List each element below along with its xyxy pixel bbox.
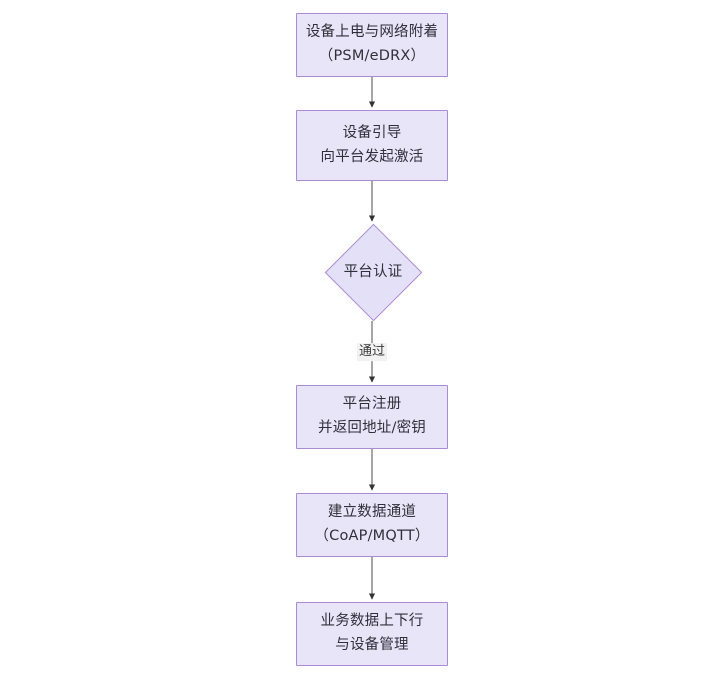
node-device-bootstrap[interactable]: 设备引导 向平台发起激活 <box>296 110 448 181</box>
node-label-line: 业务数据上下行 <box>320 613 424 630</box>
node-power-on[interactable]: 设备上电与网络附着 （PSM/eDRX） <box>296 13 448 77</box>
node-label-line: 平台认证 <box>343 263 403 280</box>
node-platform-auth[interactable]: 平台认证 <box>324 223 422 322</box>
node-label-line: 设备上电与网络附着 <box>305 24 439 41</box>
node-label-line: 与设备管理 <box>335 637 409 653</box>
edge-label-pass: 通过 <box>356 343 388 361</box>
node-label-line: 向平台发起激活 <box>320 148 424 165</box>
node-label-line: 设备引导 <box>342 124 402 141</box>
node-label-line: （CoAP/MQTT） <box>314 528 430 544</box>
node-business-data[interactable]: 业务数据上下行 与设备管理 <box>296 602 448 666</box>
node-label-line: 建立数据通道 <box>327 504 417 521</box>
node-label-line: 平台注册 <box>342 396 402 413</box>
node-platform-register[interactable]: 平台注册 并返回地址/密钥 <box>296 385 448 449</box>
node-label-line: 并返回地址/密钥 <box>318 420 426 436</box>
node-data-channel[interactable]: 建立数据通道 （CoAP/MQTT） <box>296 493 448 557</box>
node-label-line: （PSM/eDRX） <box>318 48 426 64</box>
